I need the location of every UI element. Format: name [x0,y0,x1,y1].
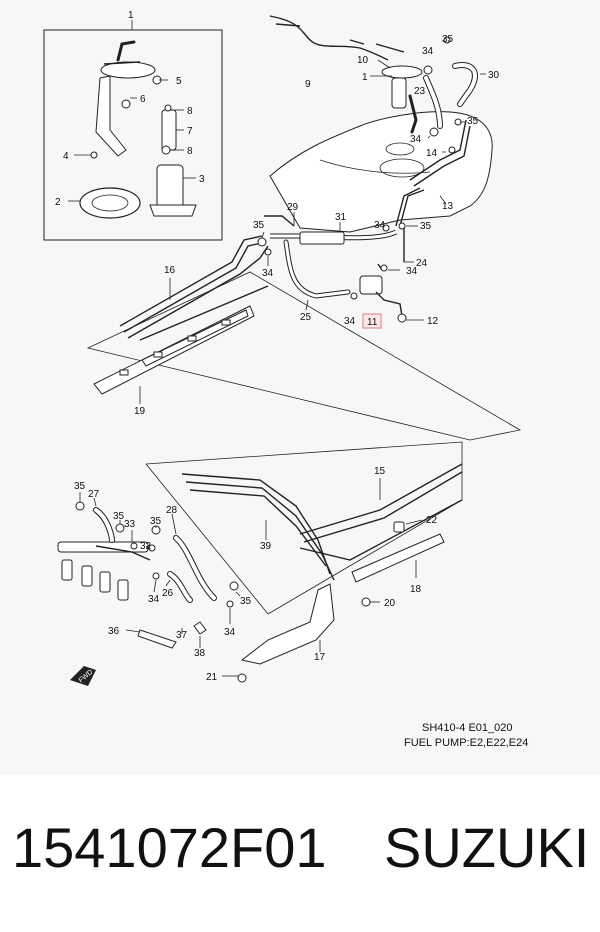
callout-35g: 35 [150,516,162,527]
callout-31: 31 [335,212,347,223]
callout-29: 29 [287,202,299,213]
callout-34d: 34 [262,268,274,279]
callout-35f: 35 [113,511,125,522]
callout-16: 16 [164,265,176,276]
callout-3: 3 [199,174,205,185]
callout-20: 20 [384,598,396,609]
callout-25: 25 [300,312,312,323]
callout-34f: 34 [344,316,356,327]
callout-15: 15 [374,466,386,477]
callout-7: 7 [187,126,193,137]
callout-5: 5 [176,76,182,87]
callout-23: 23 [414,86,426,97]
fuel-tank [269,111,493,233]
callout-26: 26 [162,588,174,599]
callout-14: 14 [426,148,438,159]
callout-35a: 35 [442,34,454,45]
callout-35b: 35 [467,116,479,127]
callout-2: 2 [55,197,61,208]
callout-35c: 35 [420,221,432,232]
callout-22: 22 [426,515,438,526]
callout-28: 28 [166,505,178,516]
callout-34b: 34 [410,134,422,145]
front-pipe-section: FWD 15 39 22 18 20 17 21 35 27 35 33 32 … [57,441,463,686]
callout-13: 13 [442,201,454,212]
fwd-arrow-icon: FWD [70,666,96,686]
callout-35h: 35 [240,596,252,607]
mid-pipe-section: 29 31 34 35 35 34 24 34 25 34 11 12 16 1… [86,202,522,441]
callout-24: 24 [416,258,428,269]
callout-32: 32 [140,541,152,552]
callout-34g: 34 [148,594,160,605]
diagram-code: SH410-4 E01_020 [422,722,513,734]
callout-12: 12 [427,316,439,327]
callout-35d: 35 [253,220,265,231]
diagram-panel: 1 5 6 8 7 8 3 4 2 [43,10,522,686]
callout-36: 36 [108,626,120,637]
pump-assembly-inset: 1 5 6 8 7 8 3 4 2 [43,10,223,241]
callout-33: 33 [124,519,136,530]
callout-21: 21 [206,672,218,683]
callout-18: 18 [410,584,422,595]
callout-4: 4 [63,151,69,162]
fuel-pump-exploded-diagram: 1 5 6 8 7 8 3 4 2 [43,10,522,686]
callout-1b: 1 [362,72,368,83]
callout-35e: 35 [74,481,86,492]
callout-11-highlighted: 11 [367,317,378,328]
callout-39: 39 [260,541,272,552]
callout-9: 9 [305,79,311,90]
callout-1: 1 [128,10,134,21]
tank-pump-area: 9 10 1 34 35 30 23 35 34 14 13 [269,15,500,227]
callout-34e: 34 [406,266,418,277]
callout-38: 38 [194,648,206,659]
callout-17: 17 [314,652,326,663]
callout-34h: 34 [224,627,236,638]
callout-30: 30 [488,70,500,81]
diagram-title: FUEL PUMP:E2,E22,E24 [404,737,529,749]
callout-6: 6 [140,94,146,105]
callout-10: 10 [357,55,369,66]
callout-19: 19 [134,406,146,417]
brand-name: SUZUKI [384,816,590,879]
callout-27: 27 [88,489,100,500]
callout-8a: 8 [187,106,193,117]
part-number: 1541072F01 [12,816,327,879]
callout-34c: 34 [374,220,386,231]
callout-37: 37 [176,630,188,641]
callout-8b: 8 [187,146,193,157]
callout-34a: 34 [422,46,434,57]
injector-icons [61,559,129,601]
